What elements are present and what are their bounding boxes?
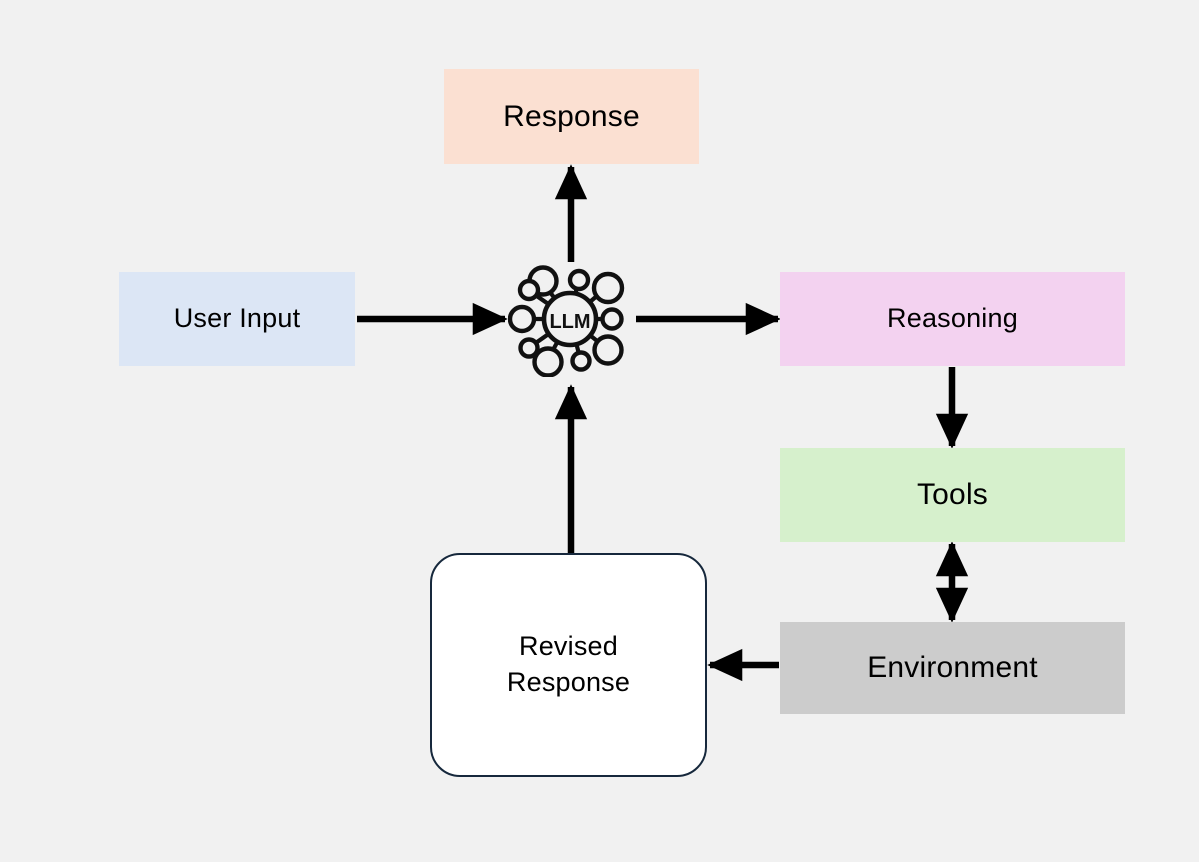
node-response[interactable]: Response [444, 69, 699, 164]
llm-network-icon[interactable]: LLM [507, 262, 632, 378]
node-user-input[interactable]: User Input [119, 272, 355, 366]
llm-icon-label: LLM [549, 311, 590, 333]
node-reasoning[interactable]: Reasoning [780, 272, 1125, 366]
node-tools[interactable]: Tools [780, 448, 1125, 542]
node-environment[interactable]: Environment [780, 622, 1125, 714]
node-revised-response[interactable]: Revised Response [430, 553, 707, 777]
